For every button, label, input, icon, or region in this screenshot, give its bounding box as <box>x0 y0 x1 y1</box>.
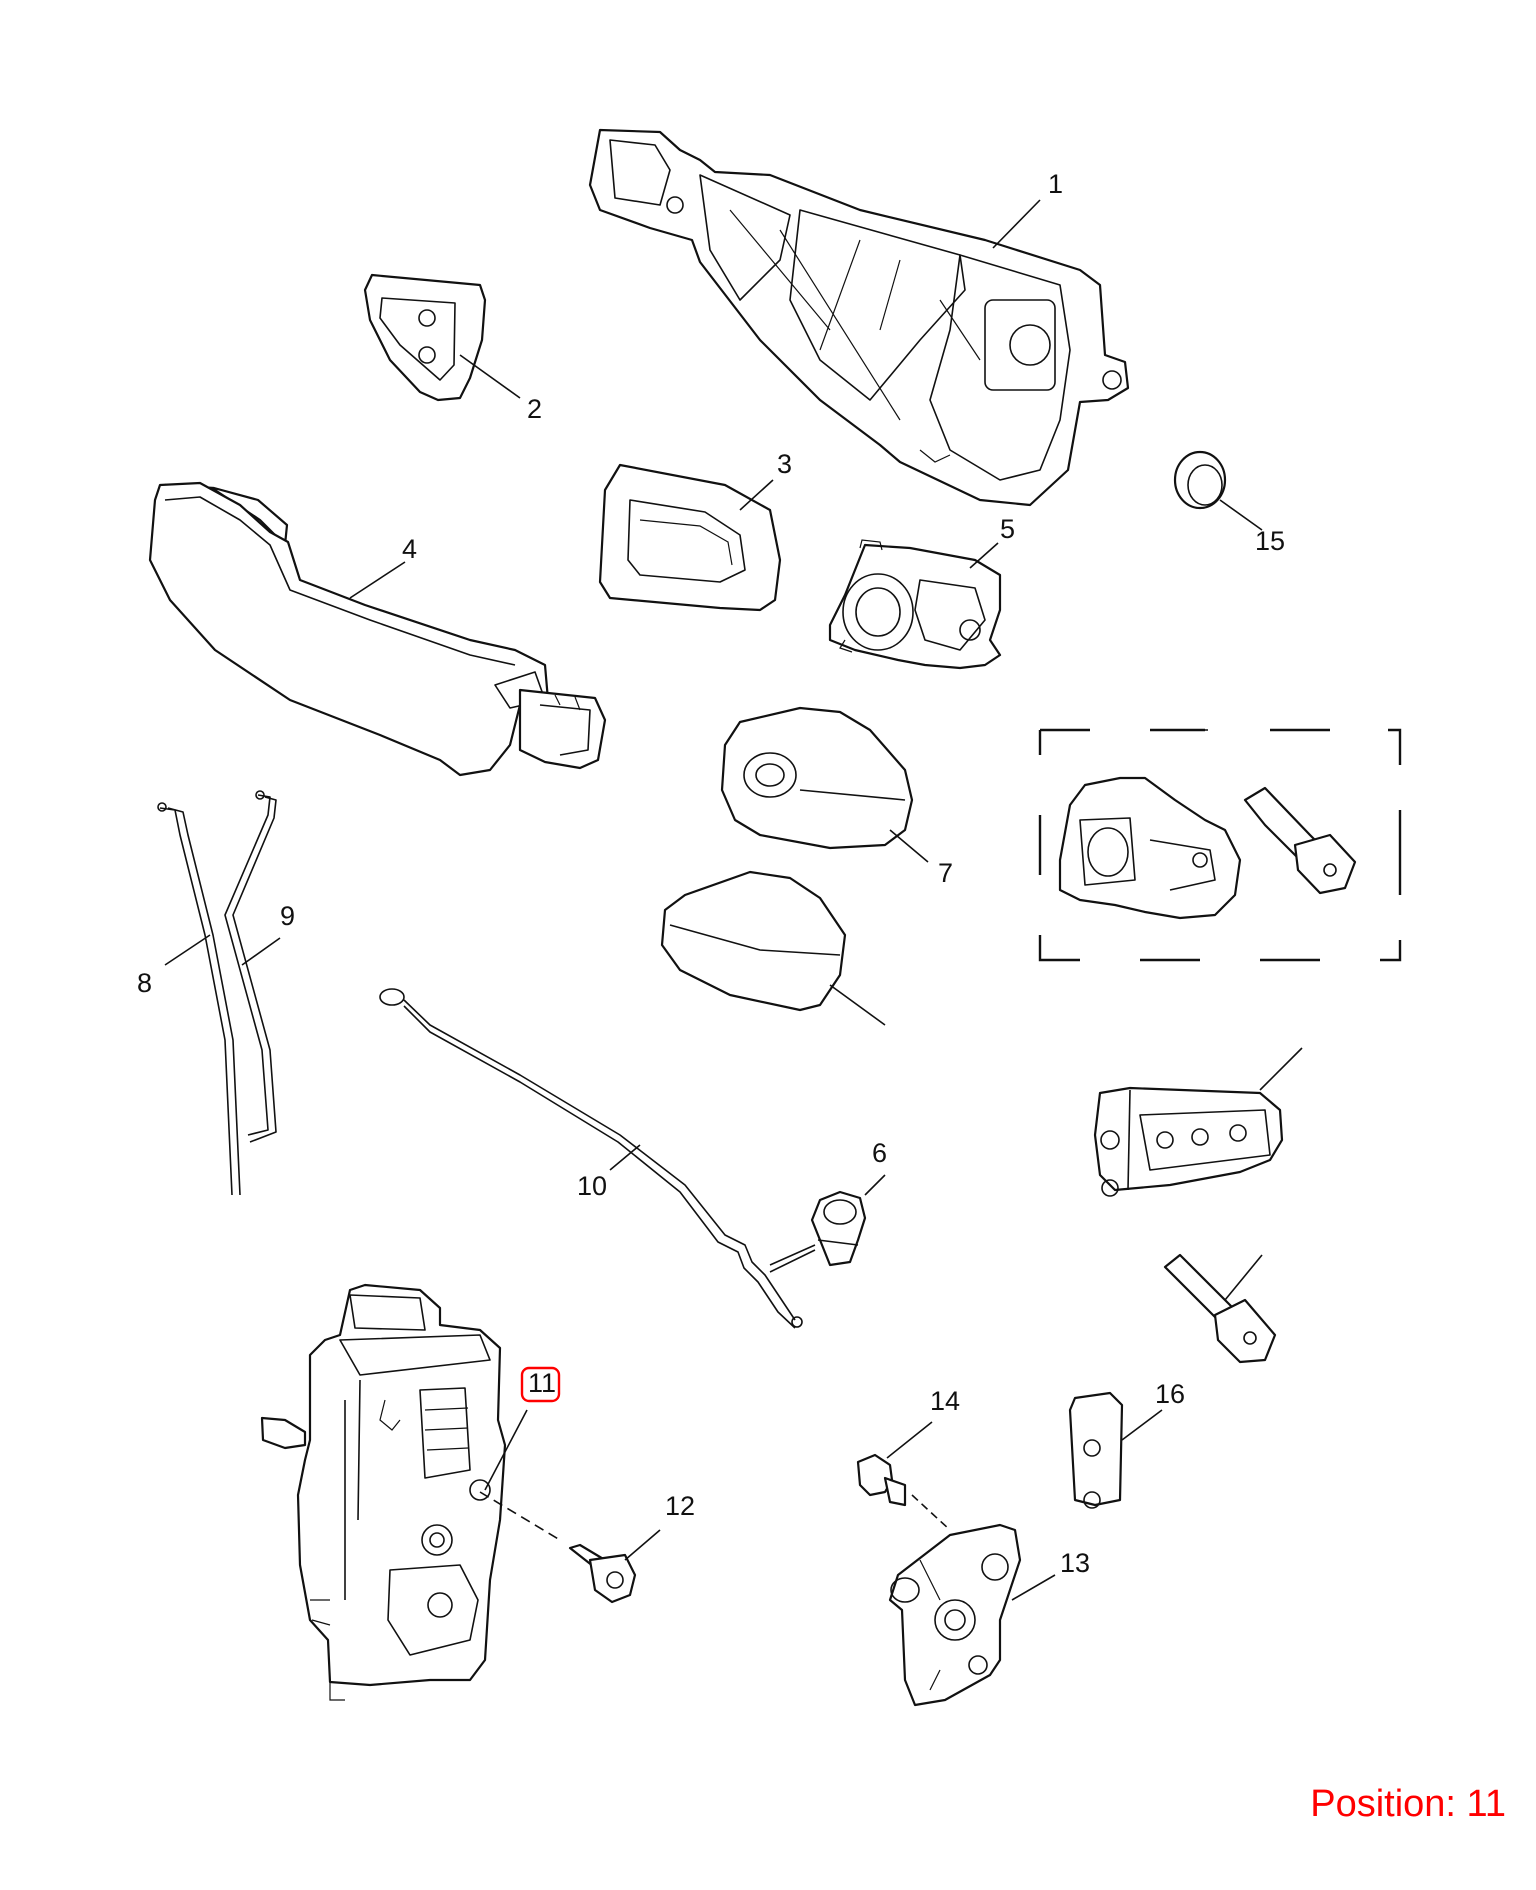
callout-11-highlight <box>520 1366 561 1403</box>
callout-14[interactable]: 14 <box>930 1386 960 1416</box>
callout-11[interactable]: 11 <box>528 1368 556 1398</box>
callout-4[interactable]: 4 <box>402 534 417 564</box>
callout-3[interactable]: 3 <box>777 449 792 479</box>
part-14-bolt[interactable] <box>856 1453 907 1507</box>
part-2-cover-cap[interactable] <box>363 273 487 402</box>
part-11-lock-actuator[interactable] <box>260 1283 507 1701</box>
part-10-cable[interactable] <box>379 988 803 1329</box>
part-23-kit-box[interactable] <box>1038 728 1402 962</box>
part-5-cylinder-housing[interactable] <box>828 539 1002 670</box>
part-3-gasket[interactable] <box>598 463 782 612</box>
callout-6[interactable]: 6 <box>872 1138 887 1168</box>
callout-5[interactable]: 5 <box>1000 514 1015 544</box>
part-7-keyhole-cap[interactable] <box>720 706 914 850</box>
part-9-rod[interactable] <box>224 790 277 1143</box>
callout-16[interactable]: 16 <box>1155 1379 1185 1409</box>
part-24-emergency-key[interactable] <box>1163 1253 1277 1364</box>
callout-9[interactable]: 9 <box>280 901 295 931</box>
callout-10[interactable]: 10 <box>577 1171 607 1201</box>
callout-1[interactable]: 1 <box>1048 169 1063 199</box>
part-16-key-blade[interactable] <box>1068 1391 1124 1509</box>
callout-13[interactable]: 13 <box>1060 1548 1090 1578</box>
callout-12[interactable]: 12 <box>665 1491 695 1521</box>
part-25-cap[interactable] <box>660 870 847 1012</box>
position-label: Position: 11 <box>1310 1783 1506 1825</box>
part-6-clip[interactable] <box>810 1190 867 1267</box>
callout-7[interactable]: 7 <box>938 858 953 888</box>
part-15-plug[interactable] <box>1173 450 1227 510</box>
part-8-rod[interactable] <box>157 802 241 1196</box>
part-13-striker-plate[interactable] <box>888 1523 1022 1707</box>
part-1-handle-bracket[interactable] <box>588 128 1130 507</box>
callout-15[interactable]: 15 <box>1255 526 1285 556</box>
callout-2[interactable]: 2 <box>527 394 542 424</box>
callout-8[interactable]: 8 <box>137 968 152 998</box>
part-4-outer-handle[interactable] <box>148 481 607 777</box>
part-12-screw[interactable] <box>568 1543 637 1604</box>
part-22-key-fob[interactable] <box>1093 1086 1284 1197</box>
